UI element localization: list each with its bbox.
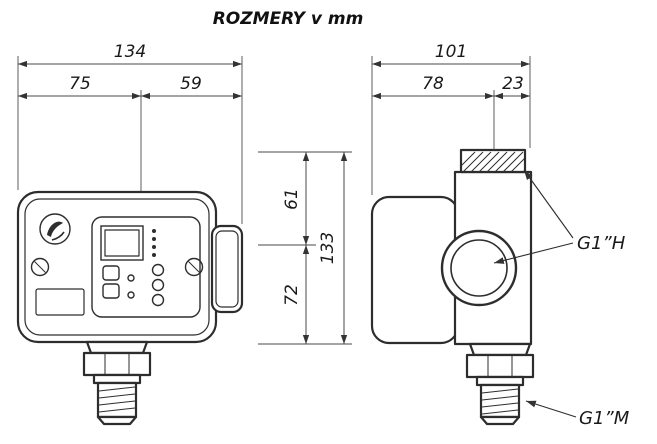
side-thread-tip [479,415,521,426]
button-left-bottom [102,283,120,299]
top-thread-hatch [460,151,526,173]
front-side-outlet [210,224,244,314]
side-hex-nut [465,353,535,379]
dim-front-right-width: 59 [180,74,202,94]
brand-logo [39,213,71,245]
screw-left [30,257,50,277]
dim-side-right-width: 23 [502,74,524,94]
button-round-2 [151,278,165,292]
front-neck [85,340,149,355]
control-panel [91,216,201,318]
dim-front-left-width: 75 [69,74,91,94]
display [100,225,144,261]
screw-right [184,257,204,277]
front-collar [92,373,142,385]
label-male-port: G1”M [579,408,630,429]
front-bottom-connector [82,340,152,426]
dim-side-total-width: 101 [435,42,467,62]
front-dimensions: 134 75 59 [17,42,243,224]
side-top-thread [459,148,527,174]
front-hex-nut [82,351,152,377]
led-indicators [152,229,156,257]
dim-height-lower: 72 [282,284,302,306]
drawing-title: ROZMERY v mm [213,9,364,29]
port-labels: G1”H G1”M [493,169,630,429]
button-small-top [127,274,135,282]
button-left-top [102,265,120,281]
leader-side-port [493,242,574,264]
leader-bottom-port [525,400,577,418]
side-dimensions: 101 78 23 [371,42,531,195]
leader-top-port [523,169,574,239]
front-thread-hatch [98,386,136,413]
dim-height-upper: 61 [282,188,302,210]
dim-front-total-width: 134 [114,42,146,62]
brand-logo-mark [47,221,63,237]
dim-side-left-width: 78 [422,74,444,94]
side-bottom-connector [465,342,535,426]
front-body-inner [24,198,210,336]
label-female-port: G1”H [577,233,626,254]
button-small-bottom [127,291,135,299]
front-view [16,190,244,426]
display-inner [104,229,140,257]
dim-height-total: 133 [318,232,338,264]
side-collar [475,375,525,387]
side-view [370,148,535,426]
rating-label [35,288,85,316]
side-thread-hatch [481,388,519,415]
front-thread-tip [96,415,138,426]
front-body-outer [16,190,218,344]
height-dimensions: 61 72 133 [258,151,352,345]
button-round-1 [151,263,165,277]
side-neck [468,342,532,357]
side-circular-port [440,229,518,307]
front-side-outlet-inner [215,230,239,308]
control-panel-frame [91,216,201,318]
button-round-3 [151,293,165,307]
panel-buttons [102,263,165,307]
